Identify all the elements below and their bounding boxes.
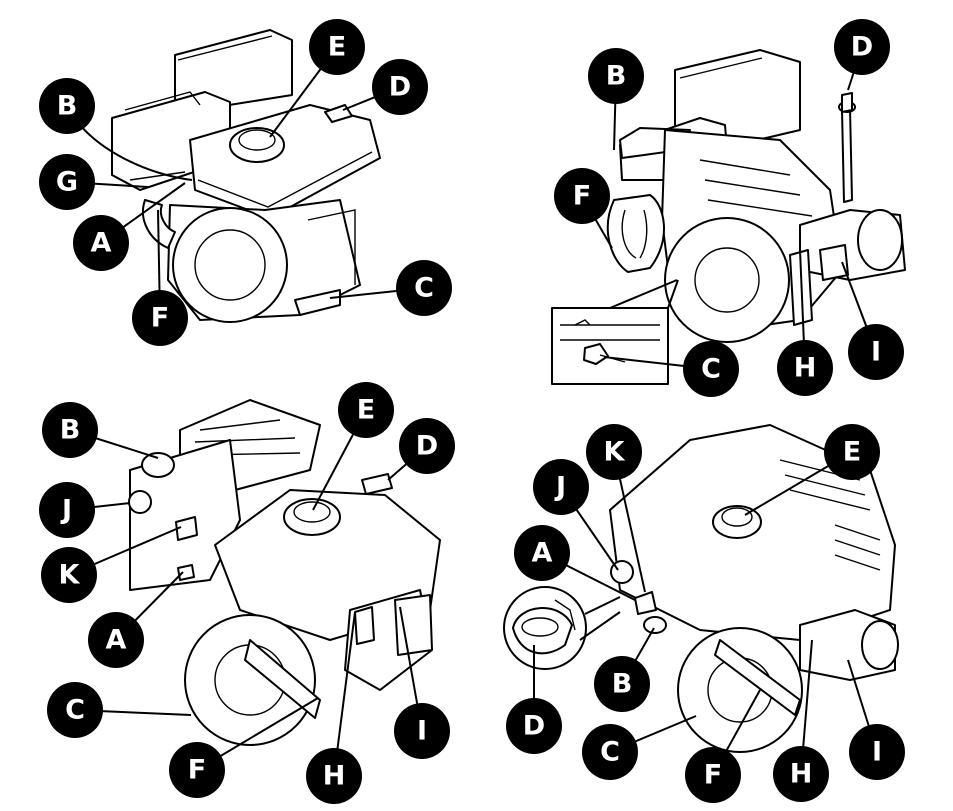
svg-text:D: D	[389, 72, 411, 103]
engine-4-callout-I: I	[849, 724, 905, 780]
engine-1-callout-A: A	[73, 215, 129, 271]
engine-3-callout-K: K	[41, 547, 97, 603]
callout-badges: B G A F E D C B F D C H I B J K A C F H …	[39, 19, 905, 804]
engine-2-callout-F: F	[554, 168, 610, 224]
engine-1-illustration	[111, 29, 381, 323]
engine-1-callout-E: E	[309, 19, 365, 75]
svg-text:D: D	[851, 32, 873, 63]
engine-3-callout-B: B	[42, 402, 98, 458]
svg-text:H: H	[790, 759, 813, 790]
svg-text:I: I	[871, 337, 881, 368]
engine-3-illustration	[128, 399, 441, 746]
svg-text:A: A	[106, 625, 127, 656]
engine-3-callout-C: C	[47, 682, 103, 738]
svg-text:J: J	[554, 472, 566, 503]
engine-1-callout-B: B	[39, 78, 95, 134]
engine-4-callout-J: J	[533, 459, 589, 515]
svg-text:K: K	[604, 437, 626, 468]
svg-text:C: C	[414, 273, 434, 304]
svg-text:I: I	[872, 737, 882, 768]
engine-2-callout-H: H	[777, 340, 833, 396]
engine-2-inset-box	[551, 307, 669, 385]
svg-text:D: D	[523, 711, 545, 742]
engine-3-callout-F: F	[169, 742, 225, 798]
svg-text:H: H	[794, 353, 817, 384]
engine-1-callout-F: F	[132, 290, 188, 346]
svg-text:B: B	[606, 61, 627, 92]
engine-4-callout-F: F	[685, 747, 741, 803]
engine-2-callout-D: D	[834, 19, 890, 75]
engine-4-callout-A: A	[514, 525, 570, 581]
engine-3-callout-D: D	[399, 418, 455, 474]
svg-text:E: E	[357, 395, 375, 426]
engine-1-callout-G: G	[39, 154, 95, 210]
engine-4-inset-cap	[503, 586, 621, 670]
svg-text:K: K	[59, 560, 81, 591]
svg-text:B: B	[57, 91, 78, 122]
svg-text:F: F	[188, 755, 206, 786]
svg-text:C: C	[65, 695, 85, 726]
engine-4-callout-C: C	[582, 724, 638, 780]
engine-3-callout-A: A	[88, 612, 144, 668]
engine-3-callout-J: J	[39, 482, 95, 538]
svg-text:E: E	[843, 437, 861, 468]
svg-text:G: G	[56, 167, 78, 198]
svg-text:F: F	[704, 760, 722, 791]
engine-2-callout-C: C	[683, 341, 739, 397]
svg-text:A: A	[91, 228, 112, 259]
svg-text:H: H	[323, 761, 346, 792]
engine-4-callout-K: K	[586, 424, 642, 480]
engine-4-callout-B: B	[594, 656, 650, 712]
svg-text:E: E	[328, 32, 346, 63]
svg-text:D: D	[416, 431, 438, 462]
svg-text:A: A	[532, 538, 553, 569]
engine-3-callout-H: H	[306, 748, 362, 804]
svg-text:C: C	[600, 737, 620, 768]
engine-4-callout-E: E	[824, 424, 880, 480]
engine-2-callout-I: I	[848, 324, 904, 380]
engine-2-callout-B: B	[588, 48, 644, 104]
svg-text:F: F	[573, 181, 591, 212]
svg-text:C: C	[701, 354, 721, 385]
svg-text:B: B	[612, 669, 633, 700]
engine-4-callout-D: D	[506, 698, 562, 754]
engine-3-callout-E: E	[338, 382, 394, 438]
svg-text:J: J	[60, 495, 72, 526]
engine-3-callout-I: I	[394, 703, 450, 759]
engine-1-callout-C: C	[396, 260, 452, 316]
svg-text:B: B	[60, 415, 81, 446]
svg-text:F: F	[151, 303, 169, 334]
engine-1-callout-D: D	[372, 59, 428, 115]
engine-2-illustration	[606, 49, 906, 343]
engine-4-callout-H: H	[773, 746, 829, 802]
svg-text:I: I	[417, 716, 427, 747]
